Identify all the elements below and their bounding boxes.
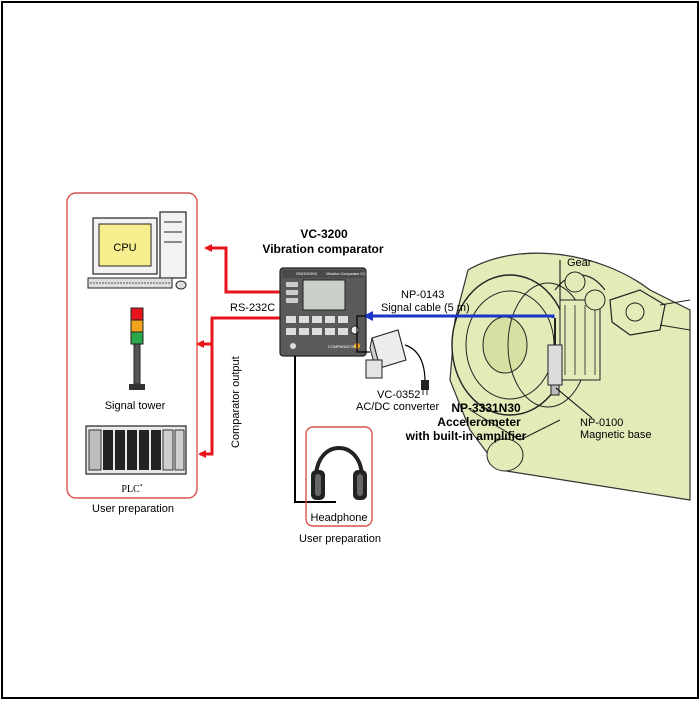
rs232c-label: RS-232C [230,302,275,314]
cable-desc: Signal cable (5 m) [381,302,470,314]
magnetic-base-model: NP-0100 [580,417,623,429]
signal-cable-arrow [363,311,555,321]
signal-tower [129,307,145,390]
converter-model: VC-0352 [377,389,420,401]
output-arrows [196,244,282,458]
accelerometer-line1: Accelerometer [437,415,521,429]
accelerometer-line2: with built-in amplifier [405,429,527,443]
user-prep-left-label: User preparation [92,503,174,515]
device-panel-title: Vibration Comparator VC-3200 [326,272,374,276]
user-prep-box-headphone [305,426,373,527]
gear-label: Gear [567,257,592,269]
signal-tower-label: Signal tower [105,400,166,412]
device-brand: ONOSOKKI [296,271,317,276]
vc3200-device [279,267,367,357]
pc-computer [87,211,187,290]
pc-screen-label: CPU [113,242,136,254]
headphone-icon [311,446,367,500]
headphone-label: Headphone [311,512,368,524]
accelerometer-model: NP-3331N30 [451,401,521,415]
comparator-output-label: Comparator output [230,356,242,448]
cable-model: NP-0143 [401,289,444,301]
plc-label: PLC* [121,484,142,495]
user-prep-bottom-label: User preparation [299,533,381,545]
acdc-converter [356,315,429,395]
pc-screen [98,223,152,267]
device-display [302,279,346,311]
device-comparator-tag: COMPARATOR [328,344,356,349]
accelerometer-sensor [547,318,593,419]
converter-desc: AC/DC converter [356,401,439,413]
plc-arrow [198,344,214,458]
device-name: Vibration comparator [262,242,383,256]
device-model: VC-3200 [300,227,348,241]
rs232c-arrow [204,244,282,294]
magnetic-base-desc: Magnetic base [580,429,652,441]
headphone-cable [294,356,336,503]
signal-tower-arrow [196,316,282,348]
plc-unit [85,425,187,475]
